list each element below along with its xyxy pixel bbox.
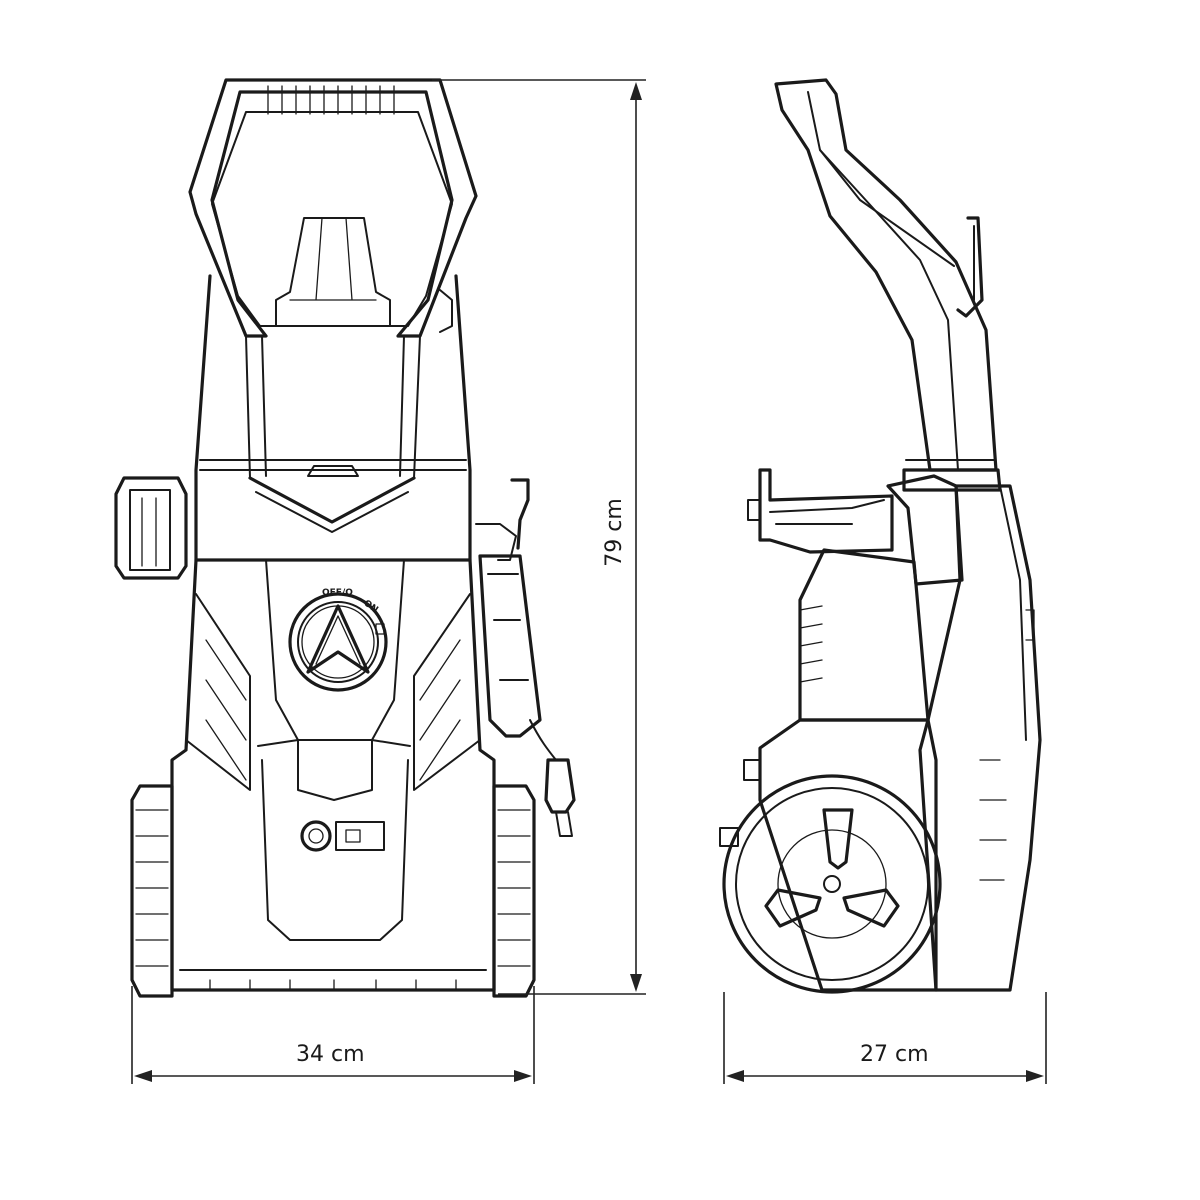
width-dimension-label: 34 cm [296, 1042, 365, 1067]
power-switch [300, 820, 385, 852]
front-right-wheel [492, 784, 536, 998]
dimension-width [131, 986, 535, 1084]
pressure-dial [288, 592, 388, 692]
dimension-depth [723, 992, 1047, 1084]
front-upper-body [194, 274, 472, 562]
side-wheel [722, 774, 942, 994]
front-left-wheel [130, 784, 174, 998]
front-lower-body [170, 558, 496, 992]
height-dimension-label: 79 cm [601, 498, 627, 567]
side-motor-housing [798, 484, 1042, 992]
side-handle [774, 78, 998, 472]
dial-off-label: OFF/O [322, 588, 353, 598]
wheel-spokes [764, 808, 900, 928]
front-handle [188, 78, 478, 338]
side-upper-body [747, 459, 1002, 586]
front-gun-holder [475, 478, 576, 837]
side-base [719, 718, 938, 992]
front-hose-reel [114, 476, 188, 580]
depth-dimension-label: 27 cm [860, 1042, 929, 1067]
side-view [719, 78, 1042, 994]
front-view [114, 78, 576, 998]
dimension-height [432, 79, 646, 995]
